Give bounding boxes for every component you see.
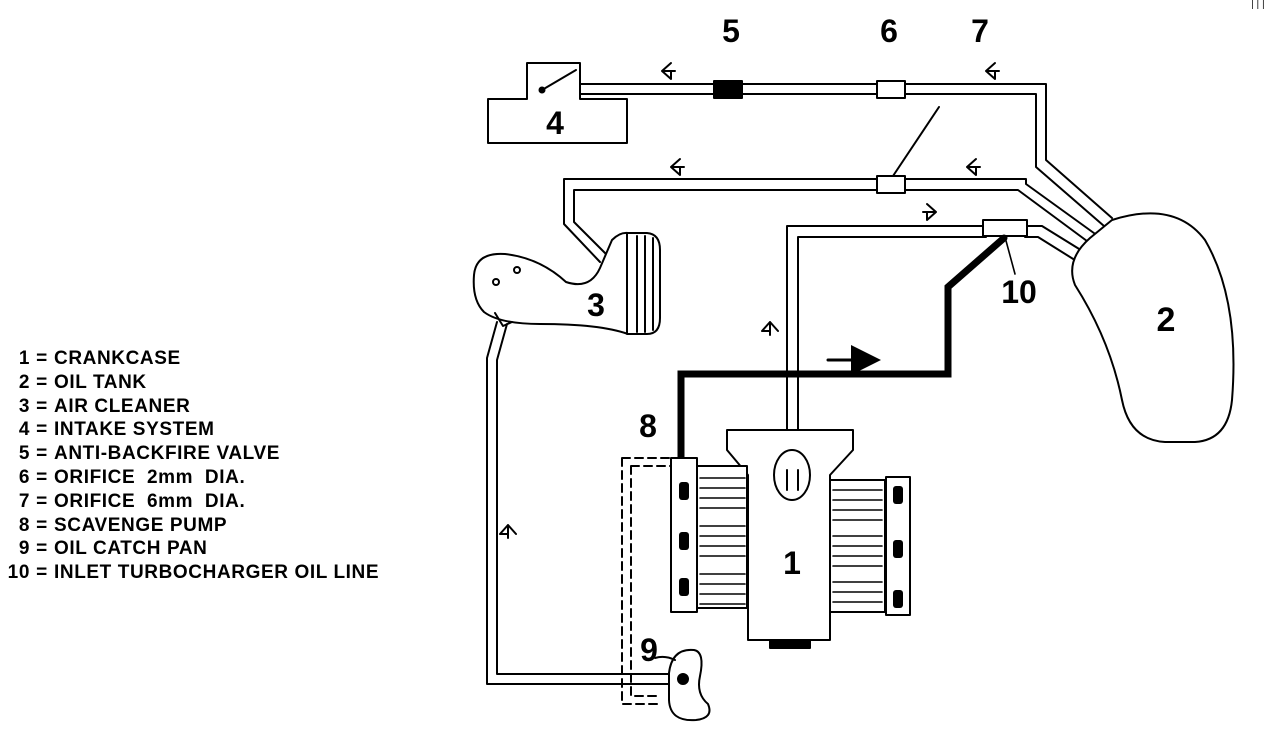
intake-system: [487, 62, 628, 144]
legend-label: ORIFICE 2mm DIA.: [54, 466, 246, 488]
vent-line-middle: [563, 106, 1099, 263]
legend-separator: =: [36, 466, 48, 488]
legend-item: 7 = ORIFICE 6mm DIA.: [0, 490, 460, 514]
legend-number: 5: [18, 443, 30, 465]
legend-separator: =: [36, 348, 48, 369]
legend-label: OIL CATCH PAN: [54, 538, 208, 560]
legend-number: 10: [7, 562, 30, 584]
legend-separator: =: [36, 562, 48, 584]
legend-separator: =: [36, 490, 48, 512]
legend-number: 8: [18, 514, 30, 536]
legend-label: ORIFICE 6mm DIA.: [54, 490, 246, 512]
anti-backfire-valve-body: [713, 80, 743, 99]
corner-mark: |||: [1249, 0, 1266, 10]
callout-orifice-2mm: 6: [880, 13, 898, 49]
callout-crankcase: 1: [783, 545, 801, 581]
oil-catch-pan: [654, 648, 711, 722]
air-cleaner: [472, 231, 661, 335]
orifice-2mm-body: [876, 80, 906, 99]
vent-line-top: [579, 62, 1113, 227]
callout-anti-backfire-valve: 5: [722, 13, 740, 49]
orifice-6mm-leader: [892, 106, 940, 177]
callout-scavenge-pump: 8: [639, 408, 657, 444]
turbo-fitting: [982, 219, 1028, 237]
legend-separator: =: [36, 514, 48, 536]
legend-number: 7: [18, 490, 30, 512]
callout-labels: 1 2 3 4 5 6 7 8 9 10: [546, 13, 1175, 668]
legend: 1 = CRANKCASE 2 = OIL TANK 3 = AIR CLEANER 4 = I…: [0, 347, 460, 585]
legend-separator: =: [36, 371, 48, 393]
callout-orifice-6mm: 7: [971, 13, 989, 49]
legend-number: 9: [18, 538, 30, 560]
crankcase: [679, 429, 911, 649]
legend-number: 4: [18, 419, 30, 441]
callout-inlet-turbocharger-oil-line: 10: [1001, 274, 1037, 310]
legend-separator: =: [36, 538, 48, 560]
legend-item: 8 = SCAVENGE PUMP: [0, 514, 460, 538]
legend-number: 3: [18, 395, 30, 417]
legend-number: 1: [18, 348, 30, 369]
oil-tank: [1071, 212, 1235, 443]
legend-label: OIL TANK: [54, 371, 147, 393]
legend-item: 6 = ORIFICE 2mm DIA.: [0, 466, 460, 490]
legend-item: 2 = OIL TANK: [0, 371, 460, 395]
callout-oil-catch-pan: 9: [640, 632, 658, 668]
scavenge-line: [677, 234, 1016, 466]
legend-separator: =: [36, 443, 48, 465]
legend-number: 6: [18, 466, 30, 488]
callout-intake-system: 4: [546, 105, 564, 141]
legend-label: CRANKCASE: [54, 348, 181, 369]
legend-item: 5 = ANTI-BACKFIRE VALVE: [0, 442, 460, 466]
legend-item: 1 = CRANKCASE: [0, 347, 460, 371]
legend-item: 4 = INTAKE SYSTEM: [0, 418, 460, 442]
legend-label: INTAKE SYSTEM: [54, 419, 215, 441]
legend-item: 3 = AIR CLEANER: [0, 395, 460, 419]
legend-label: INLET TURBOCHARGER OIL LINE: [54, 562, 380, 584]
legend-item: 10 = INLET TURBOCHARGER OIL LINE: [0, 561, 460, 585]
legend-label: AIR CLEANER: [54, 395, 191, 417]
legend-separator: =: [36, 395, 48, 417]
orifice-6mm-body: [876, 175, 906, 194]
legend-number: 2: [18, 371, 30, 393]
legend-label: SCAVENGE PUMP: [54, 514, 228, 536]
legend-item: 9 = OIL CATCH PAN: [0, 537, 460, 561]
callout-oil-tank: 2: [1157, 301, 1176, 339]
legend-label: ANTI-BACKFIRE VALVE: [54, 443, 281, 465]
drain-line: [486, 321, 682, 685]
legend-separator: =: [36, 419, 48, 441]
callout-air-cleaner: 3: [587, 287, 605, 323]
